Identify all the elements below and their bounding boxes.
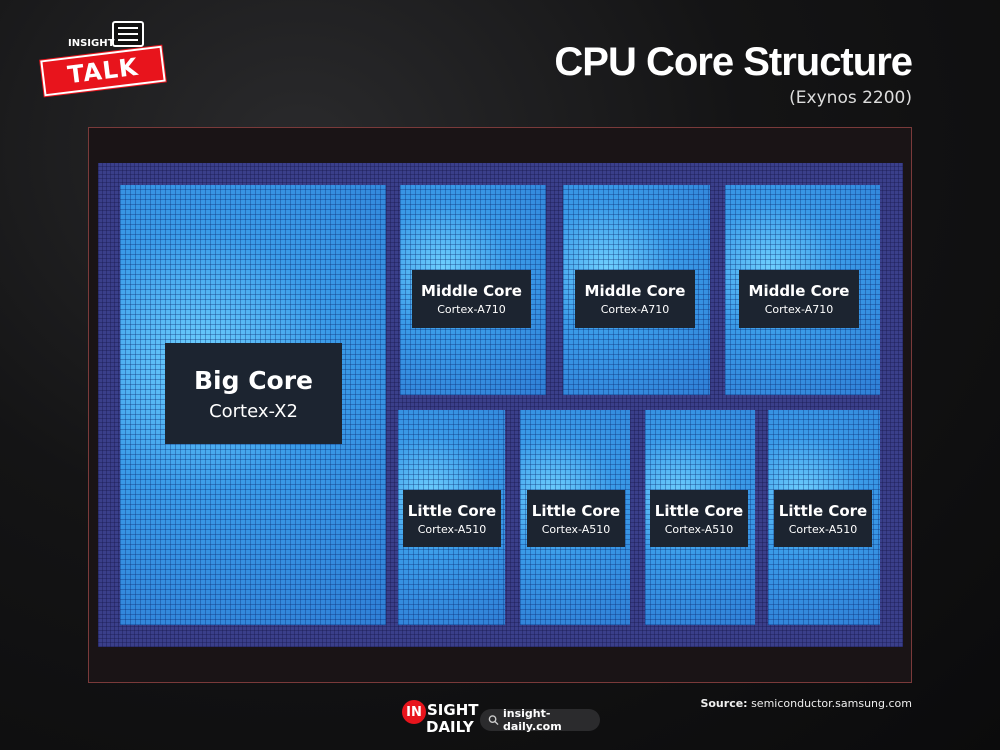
core-name: Little Core (654, 501, 744, 520)
core-model: Cortex-A710 (764, 303, 834, 316)
search-icon (488, 715, 499, 726)
logo-insight-text: INSIGHT (68, 38, 115, 49)
logo-talk-text: TALK (40, 45, 166, 97)
core-model: Cortex-A510 (788, 522, 858, 536)
core-name: Big Core (193, 365, 314, 395)
core-name: Middle Core (748, 282, 850, 300)
big-core-label: Big Core Cortex-X2 (165, 343, 342, 444)
core-model: Cortex-A510 (664, 522, 734, 536)
chat-bubble-icon (112, 21, 144, 47)
insight-talk-logo: INSIGHT TALK (40, 20, 170, 100)
source-label: Source: (700, 697, 748, 710)
core-name: Little Core (407, 501, 497, 520)
website-text: insight-daily.com (502, 707, 562, 733)
website-link[interactable]: insight-daily.com (480, 707, 600, 733)
page-subtitle: (Exynos 2200) (789, 88, 912, 108)
brand-logo-daily: DAILY (426, 718, 474, 736)
core-model: Cortex-A510 (417, 522, 487, 536)
core-name: Little Core (778, 501, 868, 520)
core-model: Cortex-X2 (209, 400, 298, 422)
brand-logo-sight: SIGHT (427, 701, 479, 719)
core-name: Middle Core (584, 282, 686, 300)
core-name: Little Core (531, 501, 621, 520)
source-text: semiconductor.samsung.com (751, 697, 912, 710)
core-model: Cortex-A710 (437, 303, 506, 316)
brand-logo-badge: IN (402, 700, 426, 724)
core-name: Middle Core (421, 282, 522, 300)
source-credit: Source: semiconductor.samsung.com (700, 697, 912, 710)
page-title: CPU Core Structure (554, 40, 913, 84)
core-model: Cortex-A510 (541, 522, 611, 536)
core-model: Cortex-A710 (600, 303, 670, 316)
